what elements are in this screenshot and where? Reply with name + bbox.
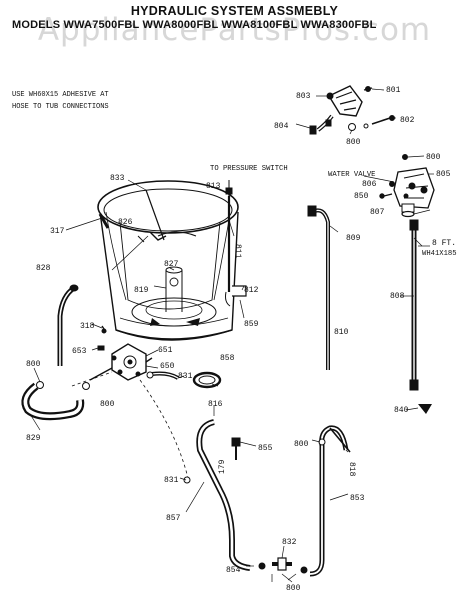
- label-water-valve: WATER VALVE: [328, 171, 375, 179]
- label-858: 858: [220, 354, 235, 363]
- label-828: 828: [36, 264, 51, 273]
- label-804: 804: [274, 122, 289, 131]
- label-811: 811: [233, 244, 242, 259]
- fitting-855: [231, 437, 257, 460]
- label-808: 808: [390, 292, 405, 301]
- label-854: 854: [226, 566, 241, 575]
- hose-831-upper: [146, 371, 180, 380]
- label-179: 179: [218, 459, 227, 474]
- label-800-top: 800: [346, 138, 361, 147]
- label-809: 809: [346, 234, 361, 243]
- label-800-bottom: 800: [286, 584, 301, 593]
- hose-818-853: [309, 425, 351, 577]
- label-802: 802: [400, 116, 415, 125]
- leader-lines: [29, 88, 434, 581]
- label-pressure-switch: TO PRESSURE SWITCH: [210, 165, 288, 173]
- label-803: 803: [296, 92, 311, 101]
- washer-840: [418, 404, 432, 414]
- part-labels: 803 801 804 802 800 800 805 WATER VALVE …: [26, 86, 457, 593]
- hose-829: [21, 382, 85, 421]
- label-850: 850: [354, 192, 369, 201]
- label-857: 857: [166, 514, 181, 523]
- label-805: 805: [436, 170, 451, 179]
- label-819: 819: [134, 286, 149, 295]
- label-318: 318: [80, 322, 95, 331]
- water-valve: [379, 154, 435, 218]
- label-800-left: 800: [26, 360, 41, 369]
- label-859: 859: [244, 320, 259, 329]
- drain-hose-809-810: [307, 205, 330, 370]
- label-812: 812: [244, 286, 259, 295]
- label-818: 818: [347, 462, 356, 477]
- label-800-valve: 800: [426, 153, 441, 162]
- clamps-left: [36, 381, 90, 390]
- label-831-upper: 831: [178, 372, 193, 381]
- dashed-leader-828: [71, 371, 113, 387]
- watermark: AppliancePartsPros.com: [37, 12, 432, 48]
- label-810: 810: [334, 328, 349, 337]
- models-line: MODELS WWA7500FBL WWA8000FBL WWA8100FBL …: [12, 19, 377, 31]
- label-840: 840: [394, 406, 409, 415]
- label-651: 651: [158, 346, 173, 355]
- label-317: 317: [50, 227, 65, 236]
- seal-858: [192, 371, 222, 389]
- diagram-title: HYDRAULIC SYSTEM ASSMEBLY: [130, 4, 339, 18]
- label-833: 833: [110, 174, 125, 183]
- label-829: 829: [26, 434, 41, 443]
- label-813: 813: [206, 182, 221, 191]
- hose-857-854: [196, 419, 251, 571]
- clamp-831-lower: [183, 476, 191, 484]
- label-853: 853: [350, 494, 365, 503]
- label-hose-length-1: 8 FT.: [432, 239, 456, 248]
- label-826: 826: [118, 218, 133, 227]
- adhesive-note-line-1: USE WH60X15 ADHESIVE AT: [12, 91, 109, 99]
- label-650: 650: [160, 362, 175, 371]
- label-831-lower: 831: [164, 476, 179, 485]
- label-816: 816: [208, 400, 223, 409]
- label-832: 832: [282, 538, 297, 547]
- label-827: 827: [164, 260, 179, 269]
- connector-832: [258, 557, 308, 583]
- inlet-hose-assembly: [309, 85, 395, 135]
- hose-828: [57, 284, 79, 366]
- label-807: 807: [370, 208, 385, 217]
- outer-tub: [97, 180, 247, 341]
- label-653: 653: [72, 347, 87, 356]
- label-801: 801: [386, 86, 401, 95]
- label-800-right: 800: [294, 440, 309, 449]
- label-806: 806: [362, 180, 377, 189]
- pump-assembly: [89, 325, 153, 381]
- label-800-mid: 800: [100, 400, 115, 409]
- pressure-tube: [225, 180, 233, 292]
- dashed-leader-pump: [139, 379, 189, 479]
- adhesive-note-line-2: HOSE TO TUB CONNECTIONS: [12, 103, 109, 111]
- label-hose-length-2: WH41X185: [422, 250, 457, 258]
- label-855: 855: [258, 444, 273, 453]
- inlet-hose-808: [409, 219, 419, 391]
- adhesive-note: USE WH60X15 ADHESIVE AT HOSE TO TUB CONN…: [12, 89, 109, 113]
